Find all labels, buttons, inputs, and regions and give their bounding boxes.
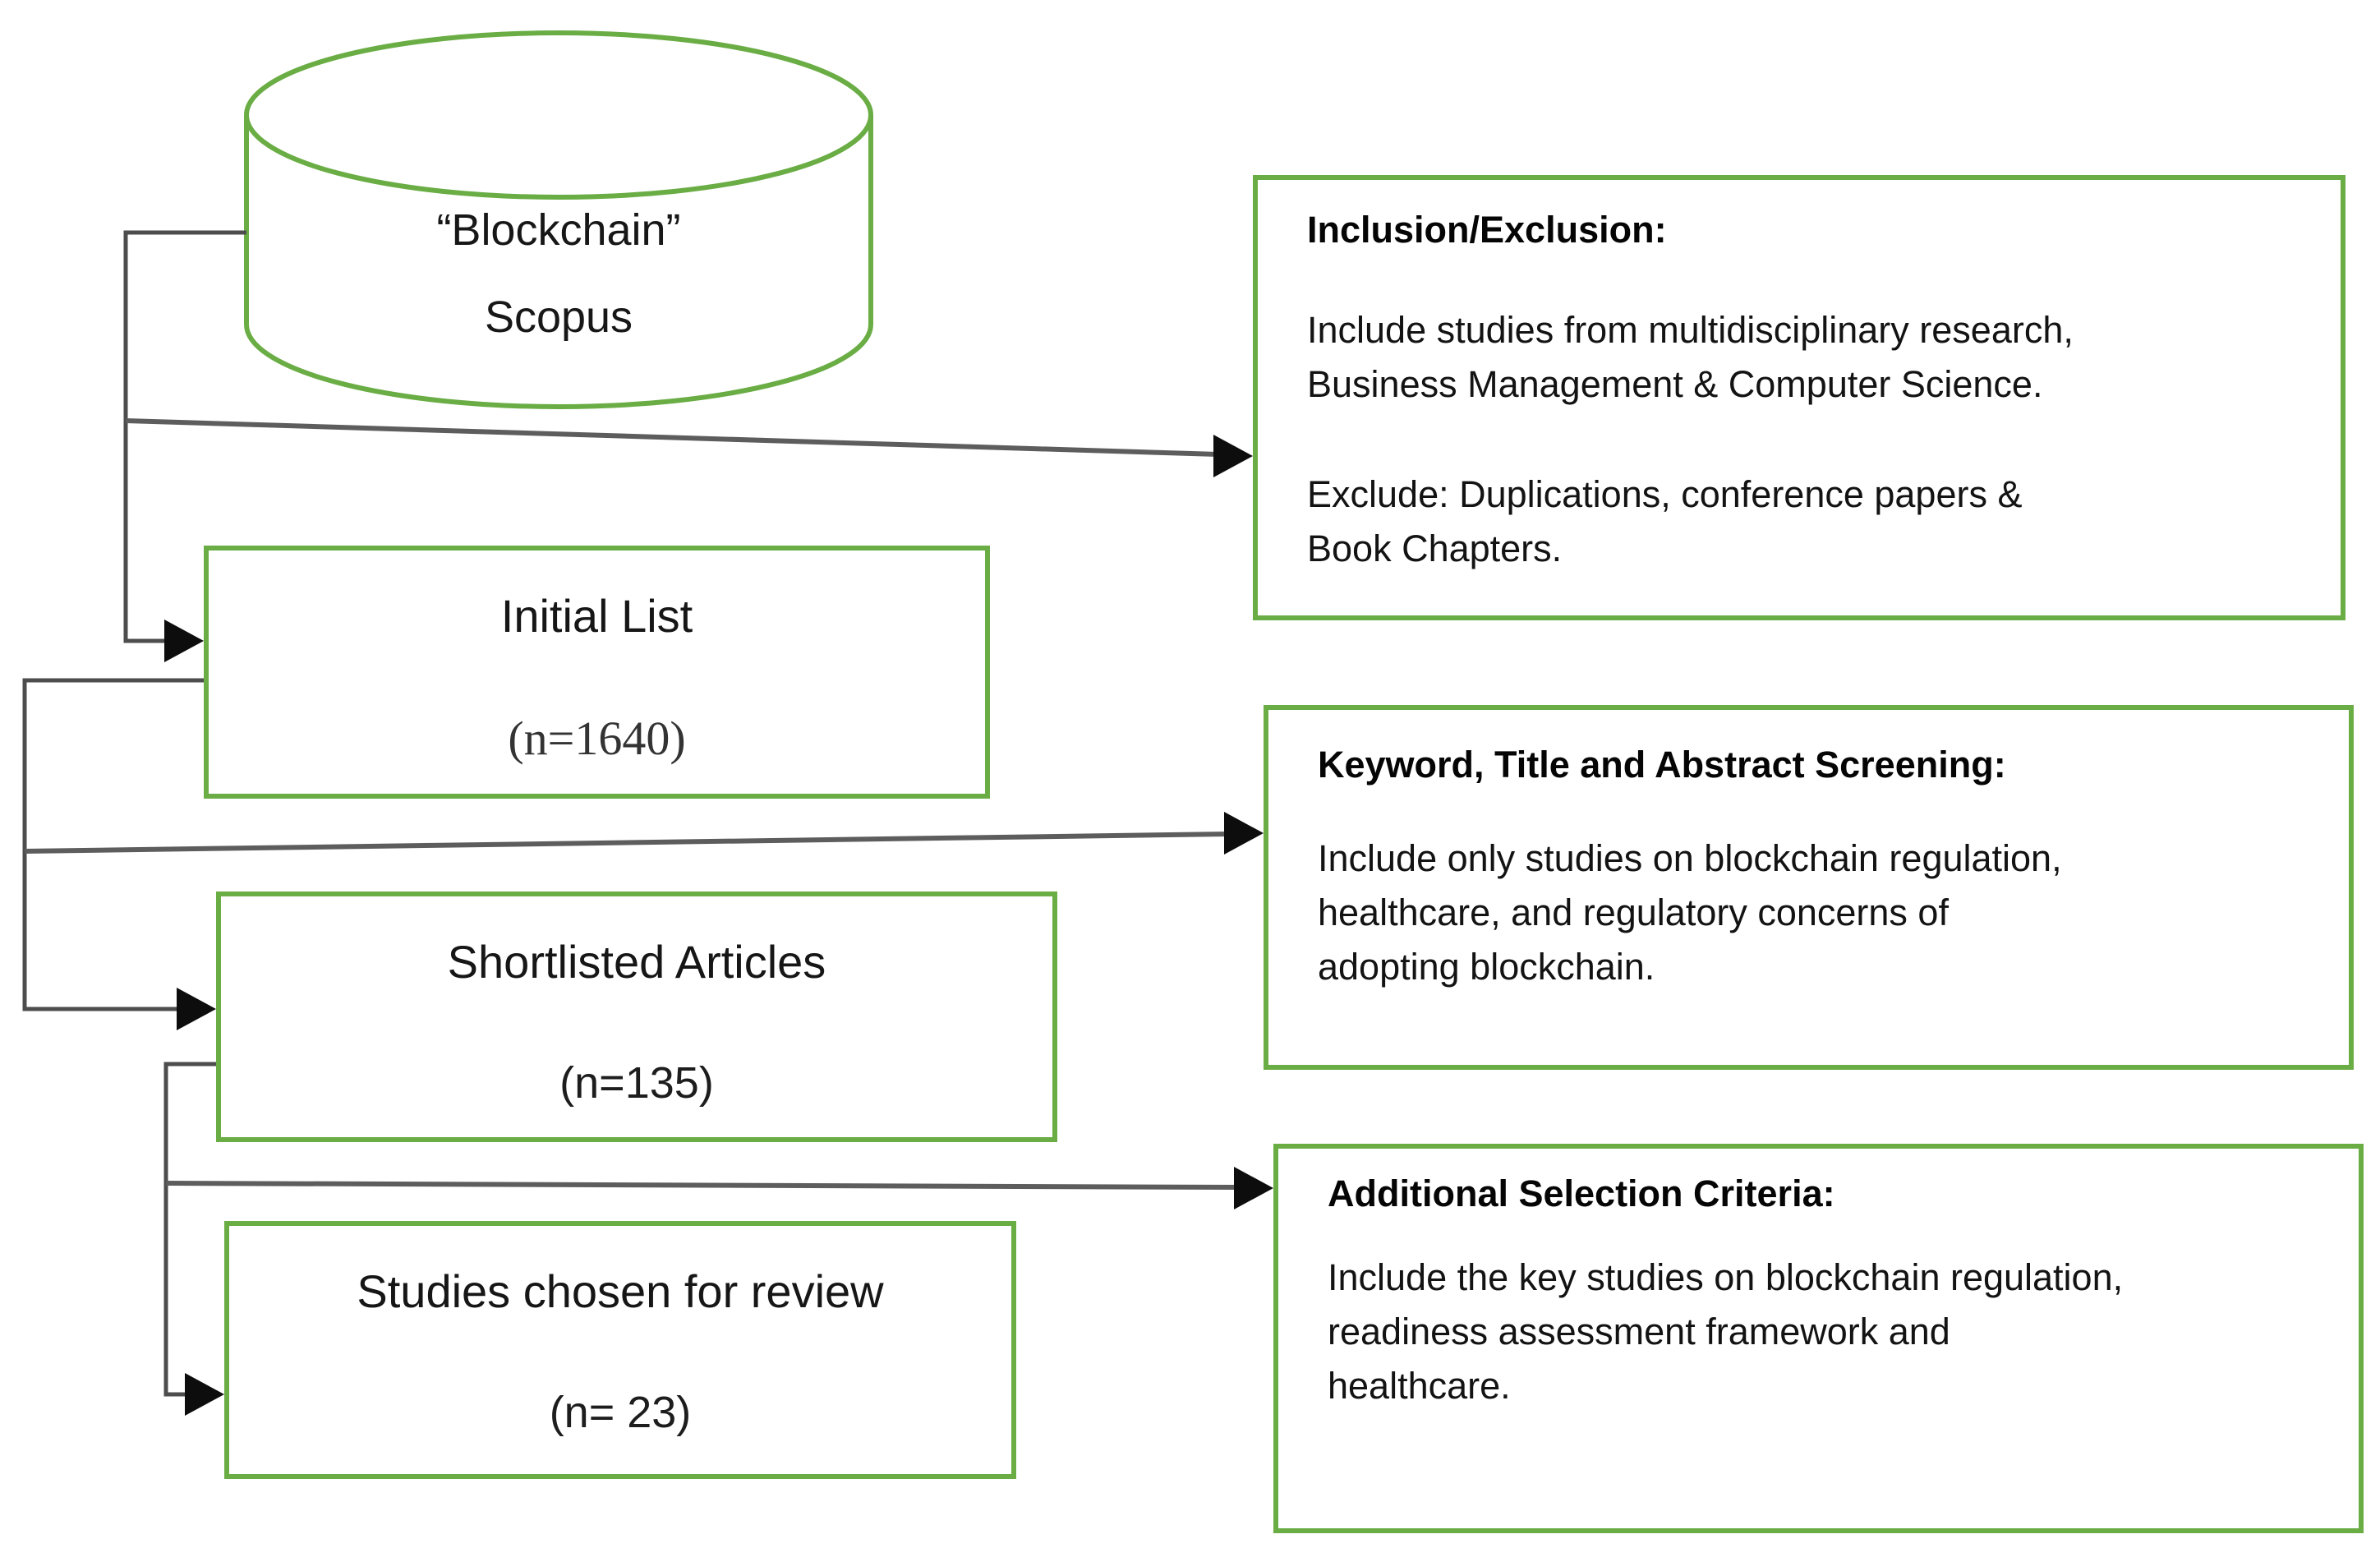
arrowhead-into-studies	[185, 1373, 224, 1416]
criteria-box-keyword-screening: Keyword, Title and Abstract Screening: I…	[1264, 705, 2354, 1070]
connector-shortlisted-to-studies	[163, 1062, 216, 1397]
stage-box-initial-list: Initial List (n=1640)	[204, 546, 990, 799]
criteria-title: Keyword, Title and Abstract Screening:	[1318, 744, 2006, 786]
database-query-label: “Blockchain”	[436, 205, 681, 255]
stage-label: Studies chosen for review	[357, 1265, 884, 1317]
connector-to-additional-criteria	[165, 1181, 1240, 1190]
stage-count: (n= 23)	[549, 1388, 692, 1437]
arrowhead-into-initial-list	[164, 620, 204, 662]
stage-box-shortlisted-articles: Shortlisted Articles (n=135)	[216, 891, 1057, 1142]
scopus-database-cylinder-top	[244, 30, 873, 200]
criteria-box-inclusion-exclusion: Inclusion/Exclusion: Include studies fro…	[1253, 175, 2345, 620]
criteria-title: Additional Selection Criteria:	[1328, 1173, 1835, 1214]
database-name-label: Scopus	[484, 293, 633, 342]
stage-label: Initial List	[500, 590, 693, 642]
stage-box-studies-chosen: Studies chosen for review (n= 23)	[224, 1221, 1016, 1479]
arrowhead-into-keyword-screening	[1224, 812, 1264, 855]
criteria-box-additional-selection: Additional Selection Criteria: Include t…	[1273, 1144, 2364, 1533]
stage-label: Shortlisted Articles	[447, 936, 826, 988]
stage-count: (n=135)	[559, 1058, 714, 1108]
arrowhead-into-inclusion-exclusion	[1213, 435, 1253, 477]
connector-initial-list-to-shortlisted	[22, 678, 204, 1011]
criteria-paragraph: Include studies from multidisciplinary r…	[1307, 309, 2074, 405]
criteria-title: Inclusion/Exclusion:	[1307, 209, 1667, 251]
arrowhead-into-additional-criteria	[1234, 1167, 1273, 1209]
criteria-paragraph: Exclude: Duplications, conference papers…	[1307, 473, 2023, 569]
criteria-paragraph: Include only studies on blockchain regul…	[1318, 837, 2062, 988]
criteria-paragraph: Include the key studies on blockchain re…	[1328, 1256, 2124, 1407]
connector-to-inclusion-exclusion	[125, 418, 1219, 457]
arrowhead-into-shortlisted	[177, 988, 216, 1030]
connector-to-keyword-screening	[24, 832, 1230, 854]
stage-count: (n=1640)	[508, 712, 686, 765]
connector-cylinder-to-initial-list	[123, 230, 246, 643]
